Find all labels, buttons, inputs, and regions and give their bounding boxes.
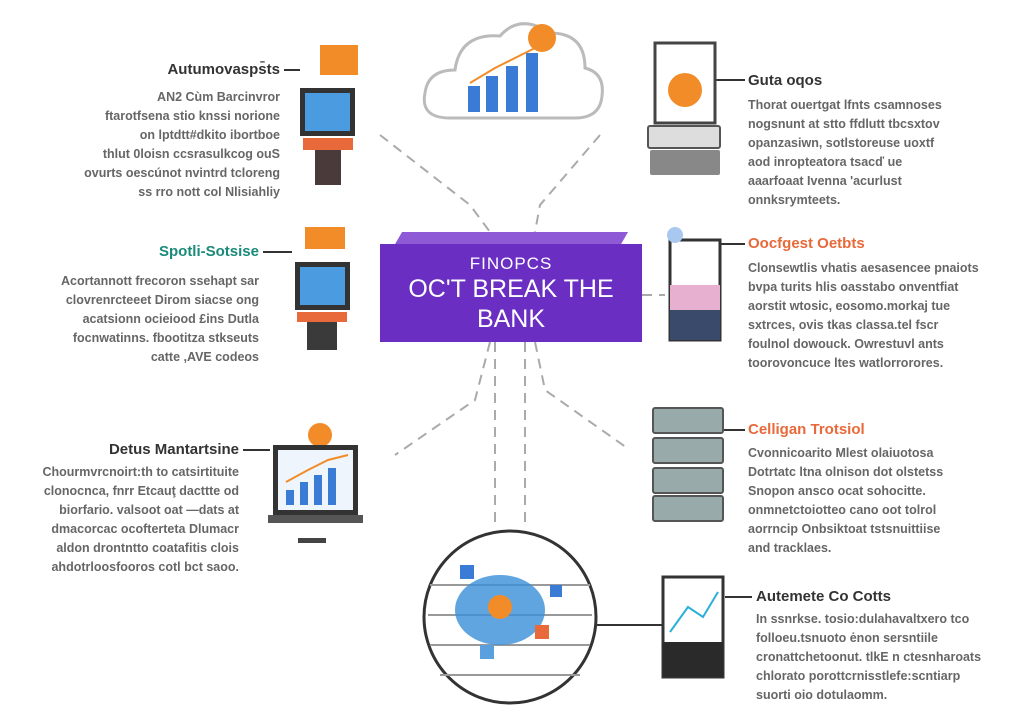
- desc-line: ovurts oescúnot nvintrd tcloreng: [84, 166, 280, 180]
- desc-line: aaarfoaat Ivenna 'acurlust: [748, 174, 902, 188]
- automation-chart-icon: [661, 575, 725, 679]
- section-desc-detus: Chourmvrcnoirt:th to catsirtituite clonoc…: [0, 463, 239, 577]
- server-rack-icon: [652, 407, 724, 522]
- section-title-oocfgest: Oocfgest Oetbts: [748, 235, 865, 252]
- section-desc-autumovasps: AN2 Cùm Barcinvror ftarotfsena stio knssi…: [0, 88, 280, 202]
- desc-line: aorstit wtosic, eosomo.morkaj tue: [748, 299, 951, 313]
- desc-line: chlorato porottcrnisstlefe:scntiarp: [756, 669, 961, 683]
- section-desc-spotli: Acortannott frecoron ssehapt sar clovrenr…: [0, 272, 259, 367]
- desc-line: and tracklaes.: [748, 541, 832, 555]
- desc-line: thlut 0loisn ccsrasulkcog ouS: [102, 147, 280, 161]
- desc-line: acatsionn ocieiood £ins Dutla: [82, 312, 259, 326]
- desc-line: onnksrymteets.: [748, 193, 841, 207]
- section-desc-oocfgest: Clonsewtlis vhatis aesasencee pnaiots bvp…: [748, 259, 1024, 373]
- desc-line: toorovoncuce ltes watlorrorores.: [748, 356, 944, 370]
- center-title-line2: OC'T BREAK THE: [408, 275, 614, 303]
- center-title-line1: FINOPCS: [469, 254, 553, 273]
- desc-line: suorti oio dotulaomm.: [756, 688, 888, 702]
- desc-line: aldon drontntto coatafitis clois: [56, 541, 239, 555]
- center-title-line3: BANK: [476, 305, 546, 333]
- desc-line: ss rro nott col Nlisiahliy: [138, 185, 280, 199]
- spot-kiosk-icon: [295, 227, 350, 350]
- desc-line: Thorat ouertgat lfnts csamnoses: [748, 98, 942, 112]
- section-title-detus: Detus Mantartsine: [108, 441, 239, 458]
- desc-line: onmnetctoiotteo cano oot tolrol: [748, 503, 937, 517]
- section-title-spotli: Spotli-Sotsise: [158, 243, 259, 260]
- desc-line: opanzasiwn, sotlstoreuse uoxtf: [748, 136, 935, 150]
- kiosk-laptop-icon: [300, 45, 358, 185]
- desc-line: focnwatinns. fbootitza stkseuts: [72, 331, 259, 345]
- desc-line: aorrncip Onbsiktoat tstsnuittiise: [748, 522, 941, 536]
- cloud-chart-icon: [422, 22, 604, 120]
- desc-line: clonocnca, fnrr Etcauţ dacttte od: [43, 484, 239, 498]
- section-desc-guta: Thorat ouertgat lfnts csamnoses nogsnunt …: [748, 96, 1018, 210]
- server-tablet-icon: [647, 41, 721, 175]
- desc-line: Chourmvrcnoirt:th to catsirtituite: [42, 465, 239, 479]
- dashboard-device-icon: [667, 227, 722, 342]
- desc-line: biorfario. valsoot oat —dats at: [59, 503, 239, 517]
- desc-line: bvpa turits hlis oasstabo onventfiat: [748, 280, 959, 294]
- desc-line: foulnol dowouck. Owrestuvl ants: [748, 337, 944, 351]
- desc-line: Cvonnicoarito Mlest olaiuotosa: [748, 446, 934, 460]
- section-title-automate: Autemete Co Cotts: [756, 588, 892, 605]
- desc-line: dmacorcac ocofterteta Dlumacr: [51, 522, 239, 536]
- center-title-box: FINOPCS OC'T BREAK THE BANK: [380, 232, 642, 342]
- section-desc-automate: In ssnrkse. tosio:dulahavaltxero tco foll…: [756, 610, 1024, 705]
- network-circle-icon: [422, 529, 598, 705]
- desc-line: In ssnrkse. tosio:dulahavaltxero tco: [756, 612, 970, 626]
- desc-line: AN2 Cùm Barcinvror: [157, 90, 280, 104]
- desc-line: Acortannott frecoron ssehapt sar: [61, 274, 259, 288]
- desc-line: Dotrtatc ltna olnison dot olstetss: [748, 465, 944, 479]
- dashboard-laptop-icon: [268, 423, 363, 543]
- desc-line: nogsnunt at stto ffdlutt tbcsxtov: [748, 117, 940, 131]
- section-title-guta: Guta oqos: [748, 72, 823, 89]
- desc-line: ftarotfsena stio knssi norione: [104, 109, 280, 123]
- desc-line: clovrenrcteeet Dirom siacse ong: [65, 293, 259, 307]
- desc-line: catte ,AVE codeos: [150, 350, 259, 364]
- section-title-autumovasps: Autumovasps̄ts: [167, 61, 280, 78]
- desc-line: on lptdtt#dkito ibortboe: [139, 128, 280, 142]
- desc-line: Clonsewtlis vhatis aesasencee pnaiots: [748, 261, 979, 275]
- desc-line: aod inropteatora tsacď ue: [748, 155, 903, 169]
- desc-line: sxtrces, ovis tkas classa.tel fscr: [748, 318, 939, 332]
- section-title-celligan: Celligan Trotsiol: [748, 421, 865, 438]
- desc-line: ahdotrloosfooros cotl bct saoo.: [51, 560, 239, 574]
- desc-line: Snopon ansco ocat sohocitte.: [748, 484, 926, 498]
- desc-line: cronattchetoonut. tlkE n ctesnharoats: [756, 650, 982, 664]
- desc-line: folloeu.tsnuoto ėnon sersntiile: [756, 631, 938, 645]
